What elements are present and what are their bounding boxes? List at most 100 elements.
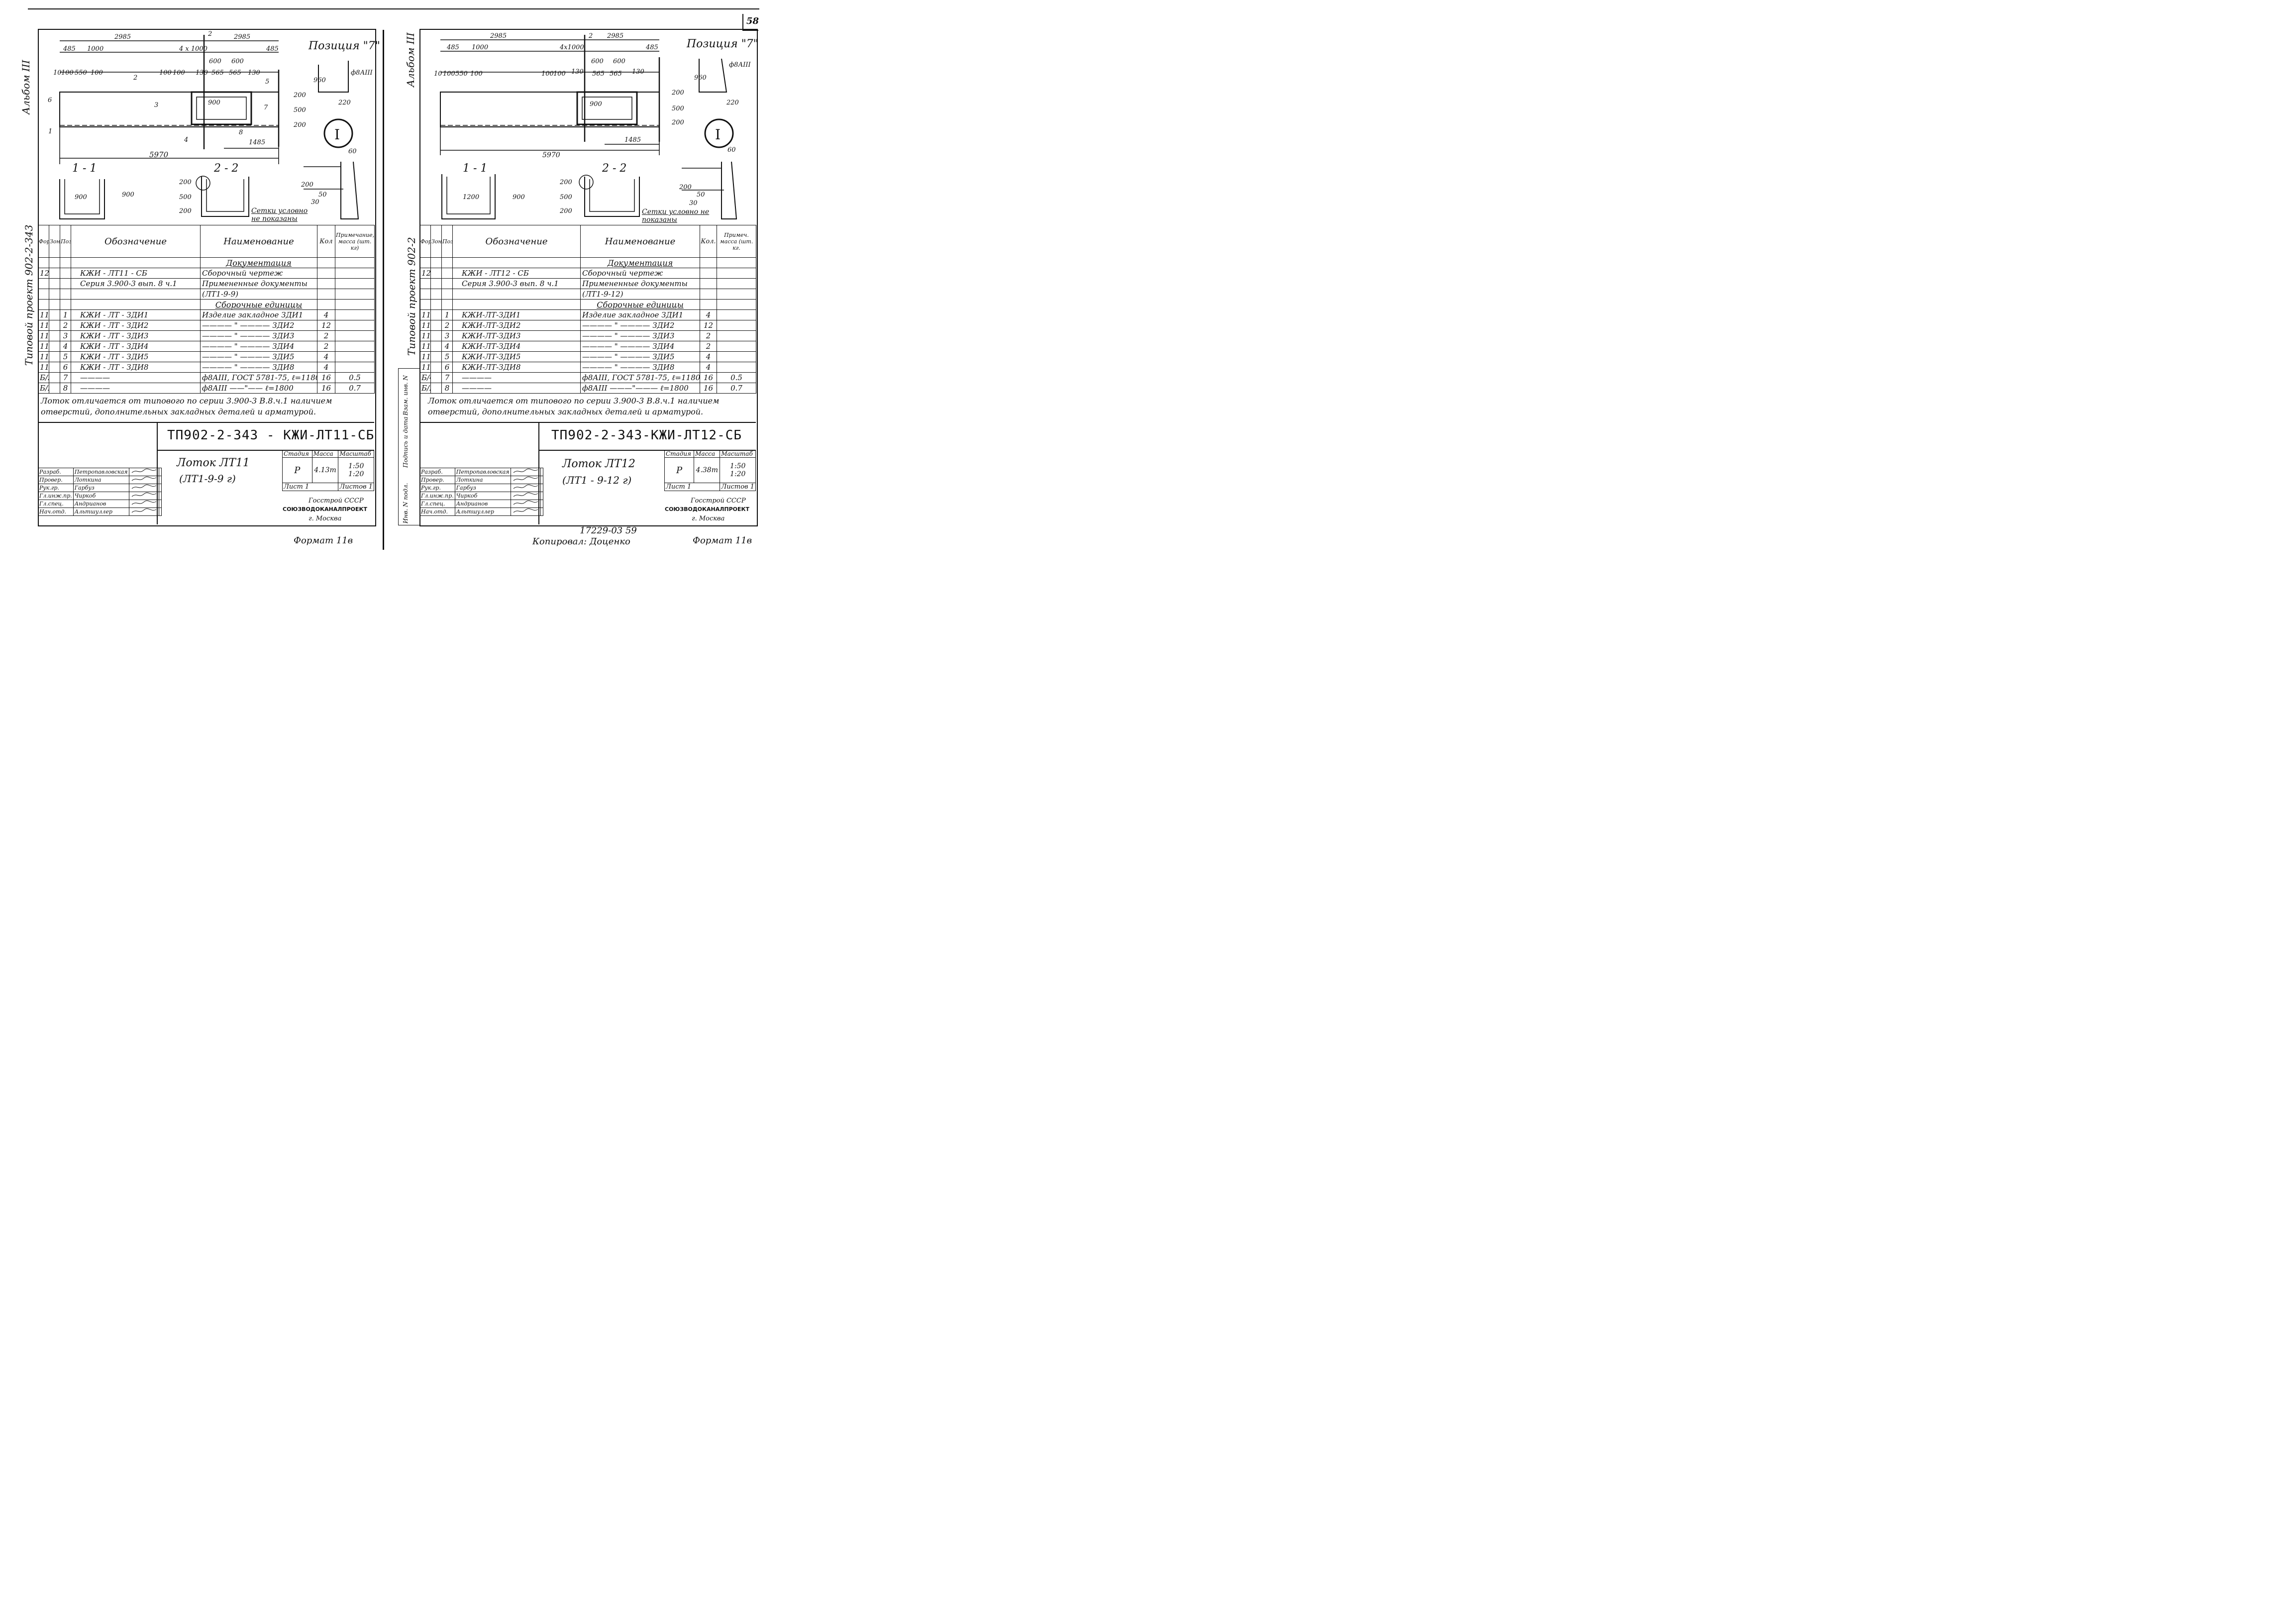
cell-name: Сборочные единицы xyxy=(580,299,700,310)
cell-zone xyxy=(430,351,442,362)
cell-format: 11 xyxy=(38,351,49,362)
cell-qty xyxy=(700,299,717,310)
cell-note xyxy=(717,351,756,362)
cell-format: 11 xyxy=(419,330,431,341)
staff-signature xyxy=(510,484,541,492)
dim: 1200 xyxy=(463,194,479,201)
cell-designation: КЖИ-ЛТ-ЗДИ3 xyxy=(452,330,581,341)
left-item-title: Лоток ЛТ11 xyxy=(177,457,250,469)
left-drawing-code: ТП902-2-343 - КЖИ-ЛТ11-СБ xyxy=(167,428,375,443)
cell-designation: Серия 3.900-3 вып. 8 ч.1 xyxy=(452,278,581,289)
section-label: 1 - 1 xyxy=(72,162,97,175)
cell-zone xyxy=(430,330,442,341)
staff-role: Гл.инж.пр. xyxy=(419,492,455,500)
section-label: 1 - 1 xyxy=(463,162,487,175)
staff-role: Разраб. xyxy=(38,468,74,476)
dim: 60 xyxy=(727,146,736,154)
stage-header: Стадия xyxy=(664,450,695,458)
table-row: Сборочные единицы xyxy=(38,299,375,310)
header-format: Формат xyxy=(419,225,431,258)
cell-note xyxy=(717,299,756,310)
cell-note xyxy=(717,268,756,279)
dim: ф8АIII xyxy=(729,61,751,69)
right-spec-table: Формат Зона Поз. Обозначение Наименовани… xyxy=(419,225,756,394)
cell-designation: Серия 3.900-3 вып. 8 ч.1 xyxy=(71,278,201,289)
sheet: Лист 1 xyxy=(282,483,339,491)
cell-format: 11 xyxy=(38,362,49,373)
right-bottom-code: 17229-03 59 xyxy=(580,525,637,536)
top-rule xyxy=(28,8,759,9)
page-number-box xyxy=(742,14,758,31)
cell-pos xyxy=(441,299,453,310)
cell-designation: КЖИ - ЛТ11 - СБ xyxy=(71,268,201,279)
cell-zone xyxy=(430,341,442,352)
dim: 565 xyxy=(229,69,241,77)
cell-name: ф8АIII ——"—— ℓ=1800 xyxy=(200,383,317,394)
dim: 200 xyxy=(293,92,306,99)
dim: 2985 xyxy=(114,33,131,41)
cell-zone xyxy=(430,289,442,300)
dim: 565 xyxy=(211,69,224,77)
cell-designation xyxy=(452,257,581,268)
dim: 100 xyxy=(91,69,103,77)
cell-designation xyxy=(452,299,581,310)
cell-format xyxy=(419,278,431,289)
scale-header: Масштаб xyxy=(338,450,374,458)
dim: 1000 xyxy=(472,44,488,51)
cell-pos: 5 xyxy=(441,351,453,362)
table-row: Б/47————ф8АIII, ГОСТ 5781-75, ℓ=1180160.… xyxy=(419,372,756,383)
cell-pos xyxy=(441,257,453,268)
staff-date xyxy=(540,492,543,500)
cell-designation: ———— xyxy=(452,383,581,394)
cell-zone xyxy=(430,372,442,383)
cell-format: Б/2 xyxy=(38,383,49,394)
table-row: Б/27————ф8АIII, ГОСТ 5781-75, ℓ=1180160.… xyxy=(38,372,375,383)
cell-name: ———— " ———— ЗДИ8 xyxy=(580,362,700,373)
dim: 100 xyxy=(159,69,172,77)
mass-header: Масса xyxy=(311,450,339,458)
cell-designation: ———— xyxy=(71,372,201,383)
cell-designation: КЖИ - ЛТ - ЗДИ1 xyxy=(71,309,201,320)
cell-qty: 2 xyxy=(700,341,717,352)
cell-name: Примененные документы xyxy=(580,278,700,289)
dim: 600 xyxy=(209,58,221,65)
dim: 485 xyxy=(446,44,459,51)
header-note: Примечание, масса (шт. кг) xyxy=(335,225,375,258)
left-spec-table: Формат Зона Поз. Обозначение Наименовани… xyxy=(38,225,375,394)
cell-qty: 2 xyxy=(700,330,717,341)
cell-qty xyxy=(700,278,717,289)
dim: 550 xyxy=(75,69,87,77)
header-designation: Обозначение xyxy=(71,225,201,258)
dim: 600 xyxy=(613,58,625,65)
staff-date xyxy=(540,468,543,476)
header-note: Примеч. масса (шт. кг. xyxy=(717,225,756,258)
cell-note xyxy=(717,320,756,331)
cell-format: 12 xyxy=(38,268,49,279)
header-zone: Зона xyxy=(430,225,442,258)
right-code-hrule xyxy=(538,450,756,451)
cell-format: 11 xyxy=(419,320,431,331)
dim: 960 xyxy=(694,74,707,82)
side-stamp-sign: Подпись и дата xyxy=(402,416,409,468)
left-org2: СОЮЗВОДОКАНАЛПРОЕКТ xyxy=(283,506,368,512)
cell-note: 0.7 xyxy=(717,383,756,394)
cell-qty: 4 xyxy=(700,362,717,373)
staff-name: Петропавловская xyxy=(454,468,511,476)
cell-note xyxy=(717,341,756,352)
header-qty: Кол. xyxy=(700,225,717,258)
callout: 5 xyxy=(265,78,269,86)
cell-zone xyxy=(430,362,442,373)
right-org1: Госстрой СССР xyxy=(691,497,746,505)
cell-designation: КЖИ - ЛТ - ЗДИ3 xyxy=(71,330,201,341)
right-format: Формат 11в xyxy=(693,535,752,546)
dim: 1485 xyxy=(249,139,265,146)
cell-pos: 6 xyxy=(441,362,453,373)
staff-row: Рук.гр.Гарбуз xyxy=(419,484,543,492)
